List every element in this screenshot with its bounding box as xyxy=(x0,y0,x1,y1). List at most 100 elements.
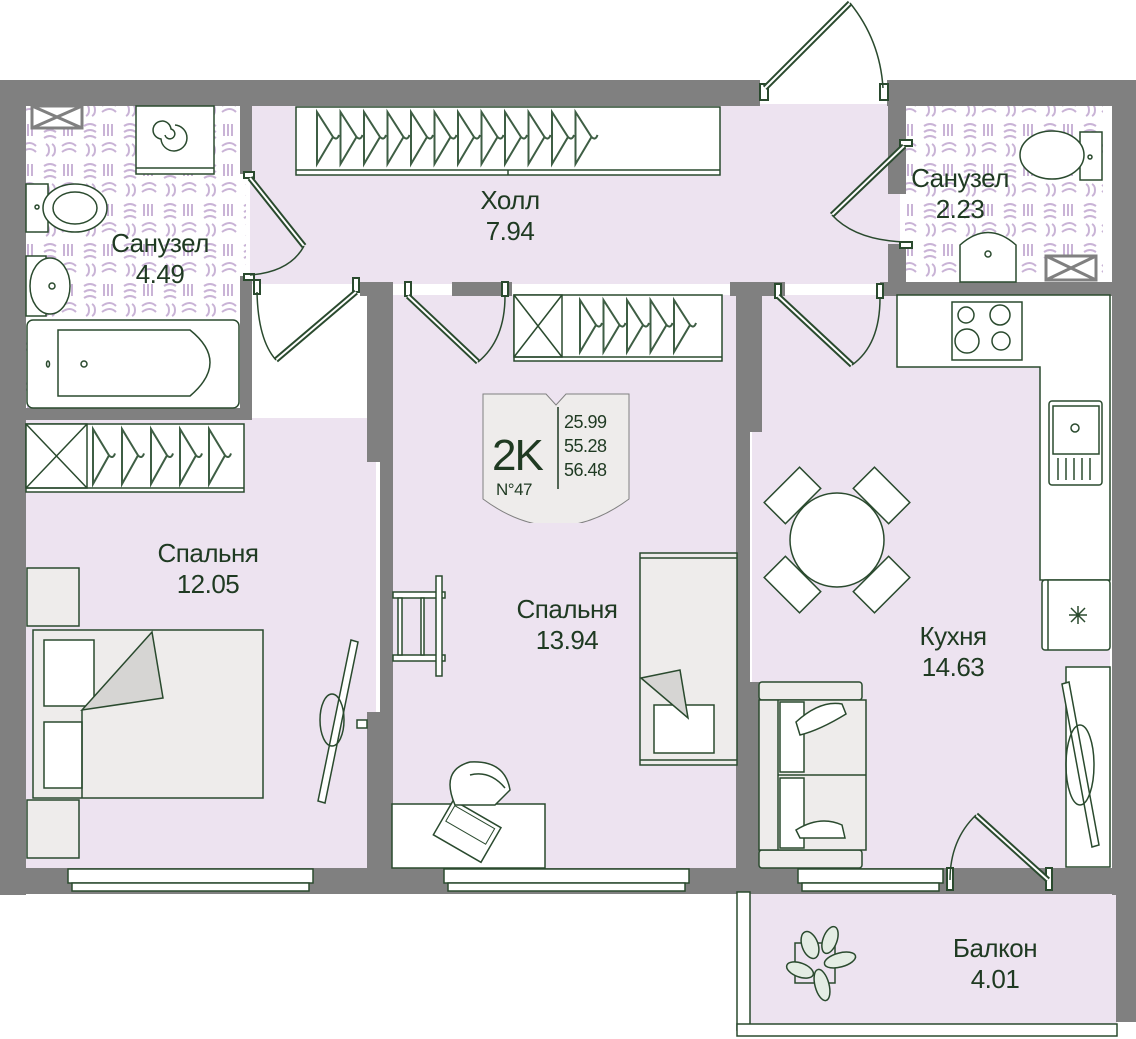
hanger-icon xyxy=(649,296,674,356)
wall-hall-bottom-b xyxy=(452,282,512,296)
door-bedroom-1 xyxy=(253,277,360,363)
chair-icon xyxy=(449,761,511,806)
door-kitchen xyxy=(774,283,884,368)
hanger-icon xyxy=(179,425,203,488)
room-label-bedroom-1: Спальня 12.05 xyxy=(128,538,288,600)
vent-shaft-icon xyxy=(30,104,84,130)
toilet-icon-2 xyxy=(1019,130,1103,181)
bathtub-icon xyxy=(26,319,240,409)
plant-icon xyxy=(785,925,857,1002)
room-label-bathroom-2: Санузел 2.23 xyxy=(880,163,1040,225)
cooktop-icon xyxy=(951,301,1023,361)
room-area: 4.01 xyxy=(970,964,1020,995)
doors xyxy=(243,0,1053,891)
fridge-icon xyxy=(1041,579,1111,651)
wall-outer-right xyxy=(1112,80,1136,895)
hangers-hall xyxy=(316,108,599,168)
double-bed-icon xyxy=(26,567,264,859)
door-balcony xyxy=(946,812,1053,891)
wall-outer-left xyxy=(0,80,26,895)
tv-kitchen-icon xyxy=(1061,666,1111,868)
hangers-bedroom-2 xyxy=(579,296,697,356)
wall-bedroom-divider-low xyxy=(367,712,393,872)
walls xyxy=(0,80,1136,1022)
wall-kitchen-divider xyxy=(736,282,762,432)
room-name: Спальня xyxy=(157,538,259,568)
tv-icon xyxy=(317,639,368,804)
room-label-kitchen: Кухня 14.63 xyxy=(873,621,1033,683)
hanger-icon xyxy=(150,425,174,488)
vent-shaft-icon-2 xyxy=(1044,254,1098,282)
hanger-icon xyxy=(626,296,650,356)
hanger-icon xyxy=(121,425,145,488)
wall-bath1-right xyxy=(240,104,252,174)
total-area: 55.28 xyxy=(564,436,607,456)
hanger-icon xyxy=(527,108,552,168)
room-label-bedroom-2: Спальня 13.94 xyxy=(487,594,647,656)
room-area: 13.94 xyxy=(535,625,599,656)
window-bedroom-1-sill xyxy=(71,882,310,892)
hanger-icon xyxy=(363,108,387,168)
wall-hall-bottom-d xyxy=(880,282,1136,296)
hanger-icon xyxy=(579,296,603,356)
room-name: Спальня xyxy=(516,594,618,624)
hanger-icon xyxy=(457,108,481,168)
hanger-icon xyxy=(339,108,364,168)
window-bedroom-2-sill xyxy=(447,882,686,892)
fixtures xyxy=(25,104,1111,1002)
hanger-icon xyxy=(92,425,116,488)
wall-bath1-bottom xyxy=(26,408,252,420)
kitchen-sink-icon xyxy=(1048,400,1103,486)
balcony-rail-left xyxy=(736,891,751,1031)
sofa-icon xyxy=(758,681,867,869)
room-label-bathroom-1: Санузел 4.49 xyxy=(80,228,240,290)
crib-icon xyxy=(392,575,446,677)
hanger-icon xyxy=(386,108,411,168)
room-area: 4.49 xyxy=(135,259,185,290)
living-area: 25.99 xyxy=(564,412,607,432)
window-bedroom-2 xyxy=(443,868,690,884)
apartment-areas: 25.99 55.28 56.48 xyxy=(564,410,607,482)
windows xyxy=(67,868,1118,1037)
apartment-badge: 2K N°47 25.99 55.28 56.48 xyxy=(482,393,630,523)
room-name: Санузел xyxy=(111,228,209,258)
badge-shape xyxy=(482,393,630,523)
washing-machine-icon xyxy=(135,105,215,175)
toilet-icon xyxy=(25,183,108,233)
floor-balcony xyxy=(745,892,1117,1027)
room-label-hall: Холл 7.94 xyxy=(430,185,590,247)
wall-kitchen-divider-low xyxy=(736,682,762,872)
wall-outer-top-left xyxy=(0,80,760,106)
window-bedroom-1 xyxy=(67,868,314,884)
room-area: 2.23 xyxy=(935,194,985,225)
sink-icon-2 xyxy=(959,231,1017,283)
room-name: Кухня xyxy=(919,621,987,651)
apartment-number: N°47 xyxy=(496,480,532,499)
hanger-icon xyxy=(316,108,340,168)
hanger-icon xyxy=(208,425,232,488)
window-kitchen xyxy=(797,868,944,884)
total-area-with-balcony: 56.48 xyxy=(564,460,607,480)
room-name: Холл xyxy=(480,185,540,215)
hanger-icon xyxy=(551,108,575,168)
hanger-icon xyxy=(602,296,627,356)
wall-bath2-left-lower xyxy=(888,244,906,284)
dining-table-icon xyxy=(763,466,911,614)
entrance-door xyxy=(759,0,889,101)
wall-kitchen-divider-mid xyxy=(736,432,750,682)
hanger-icon xyxy=(574,108,599,168)
room-area: 12.05 xyxy=(176,569,240,600)
balcony-rail-bottom xyxy=(736,1023,1118,1037)
door-bathroom-2 xyxy=(829,139,913,249)
door-bedroom-2 xyxy=(404,281,509,365)
room-name: Санузел xyxy=(911,163,1009,193)
wall-outer-top-right xyxy=(887,80,1136,106)
desk-icon xyxy=(391,799,546,869)
single-bed-icon xyxy=(639,552,738,766)
wall-balcony-right xyxy=(1116,892,1136,1022)
hanger-icon xyxy=(673,296,697,356)
wardrobe-bedroom-1 xyxy=(25,423,245,493)
room-name: Балкон xyxy=(952,933,1038,963)
room-area: 14.63 xyxy=(921,652,985,683)
